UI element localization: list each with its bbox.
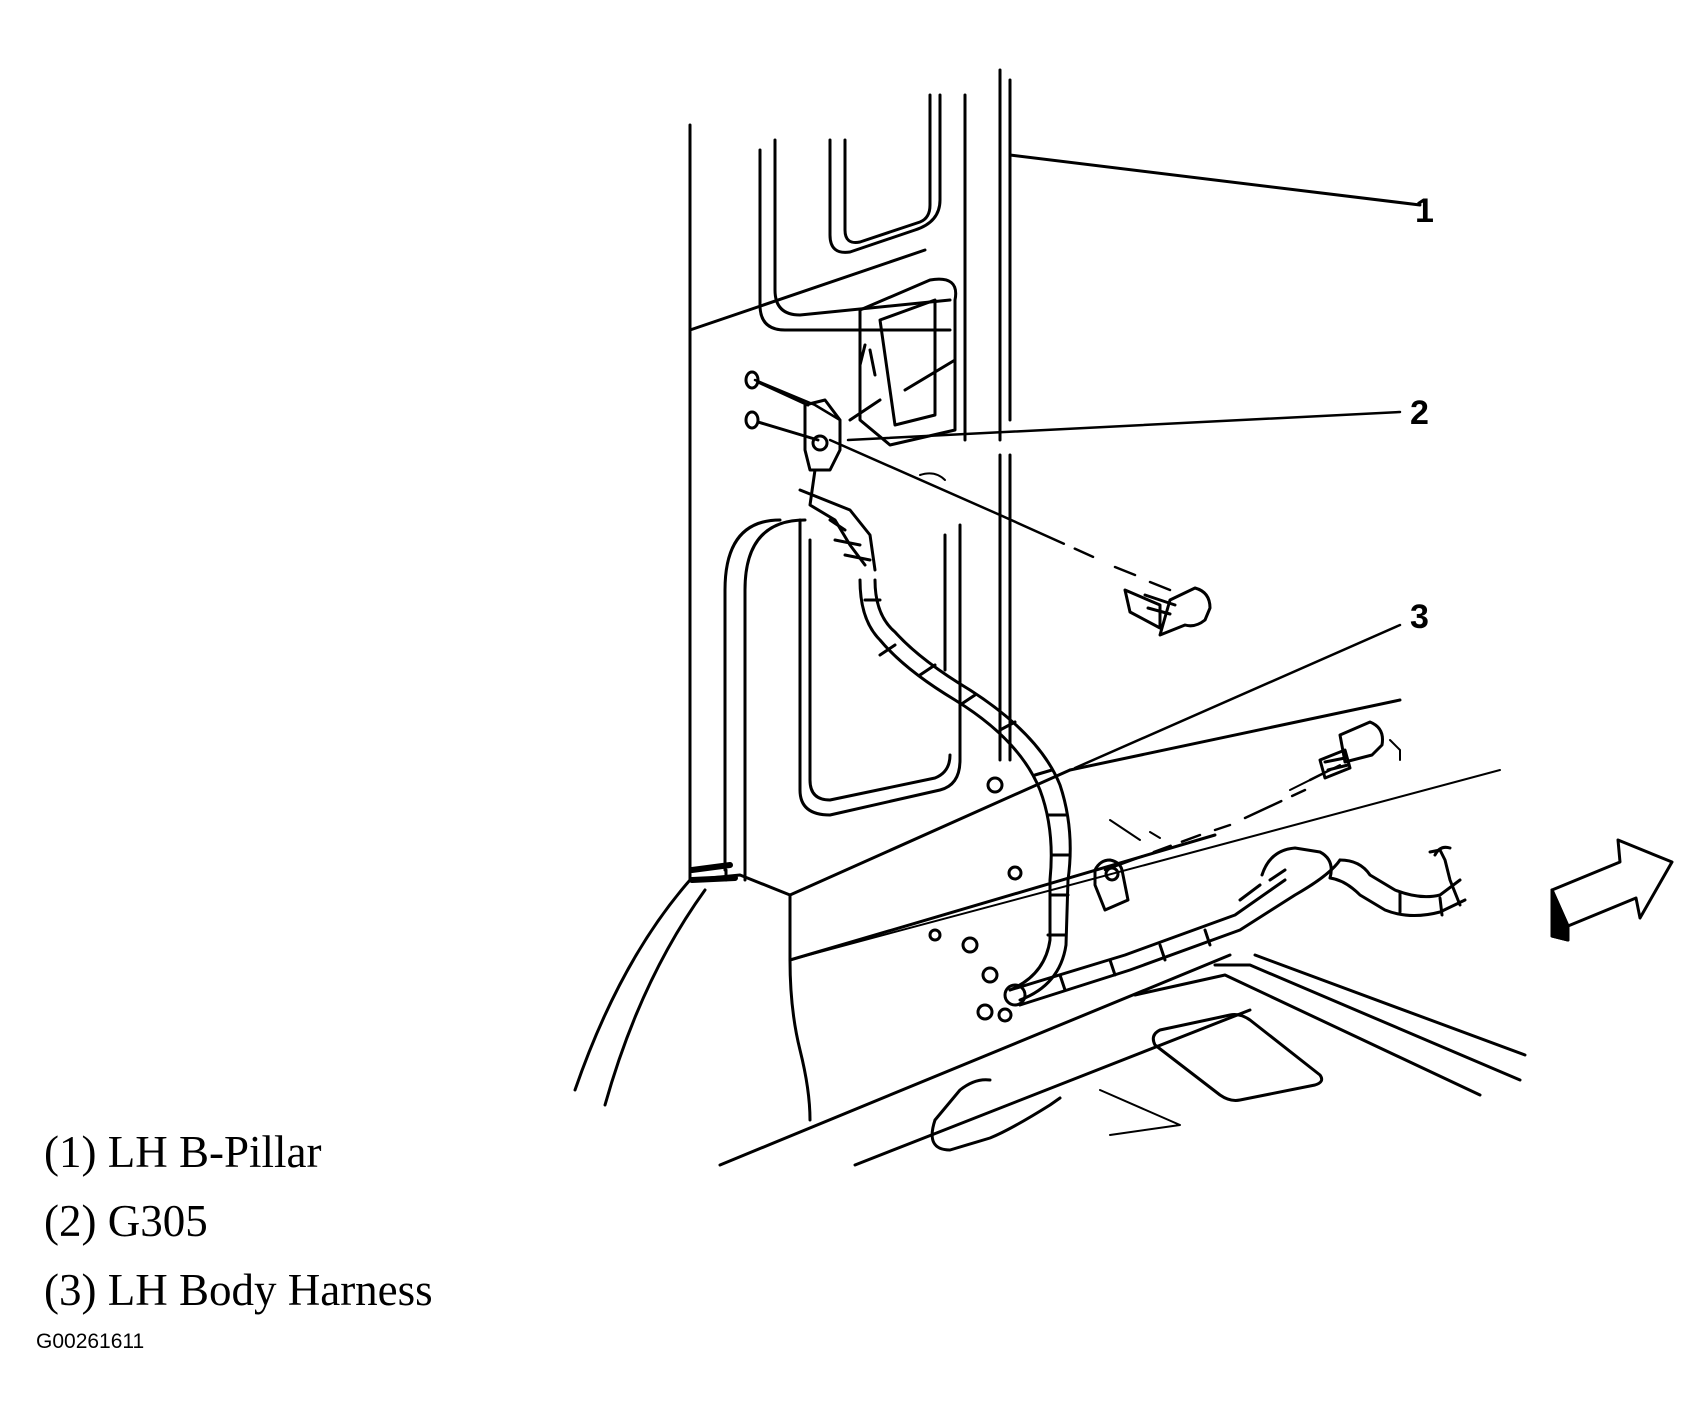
callout-labels: 1 2 3 — [1410, 192, 1434, 636]
legend-item-g305: (2) G305 — [44, 1196, 208, 1246]
legend-item-lh-body-harness: (3) LH Body Harness — [44, 1265, 433, 1315]
figure-id: G00261611 — [36, 1330, 145, 1353]
lh-body-harness — [858, 578, 1467, 1007]
callout-leaders — [753, 378, 1402, 872]
callout-1: 1 — [1415, 192, 1434, 230]
legend-item-lh-b-pillar: (1) LH B-Pillar — [44, 1127, 322, 1177]
callout-3: 3 — [1410, 598, 1429, 636]
legend: (1) LH B-Pillar (2) G305 (3) LH Body Har… — [44, 1118, 433, 1325]
bolt-icon — [1123, 586, 1212, 637]
bolt-icon — [1318, 720, 1384, 780]
front-direction-arrow-icon — [1550, 838, 1674, 942]
b-pillar-panel — [573, 68, 1527, 1167]
callout-2: 2 — [1410, 394, 1429, 432]
